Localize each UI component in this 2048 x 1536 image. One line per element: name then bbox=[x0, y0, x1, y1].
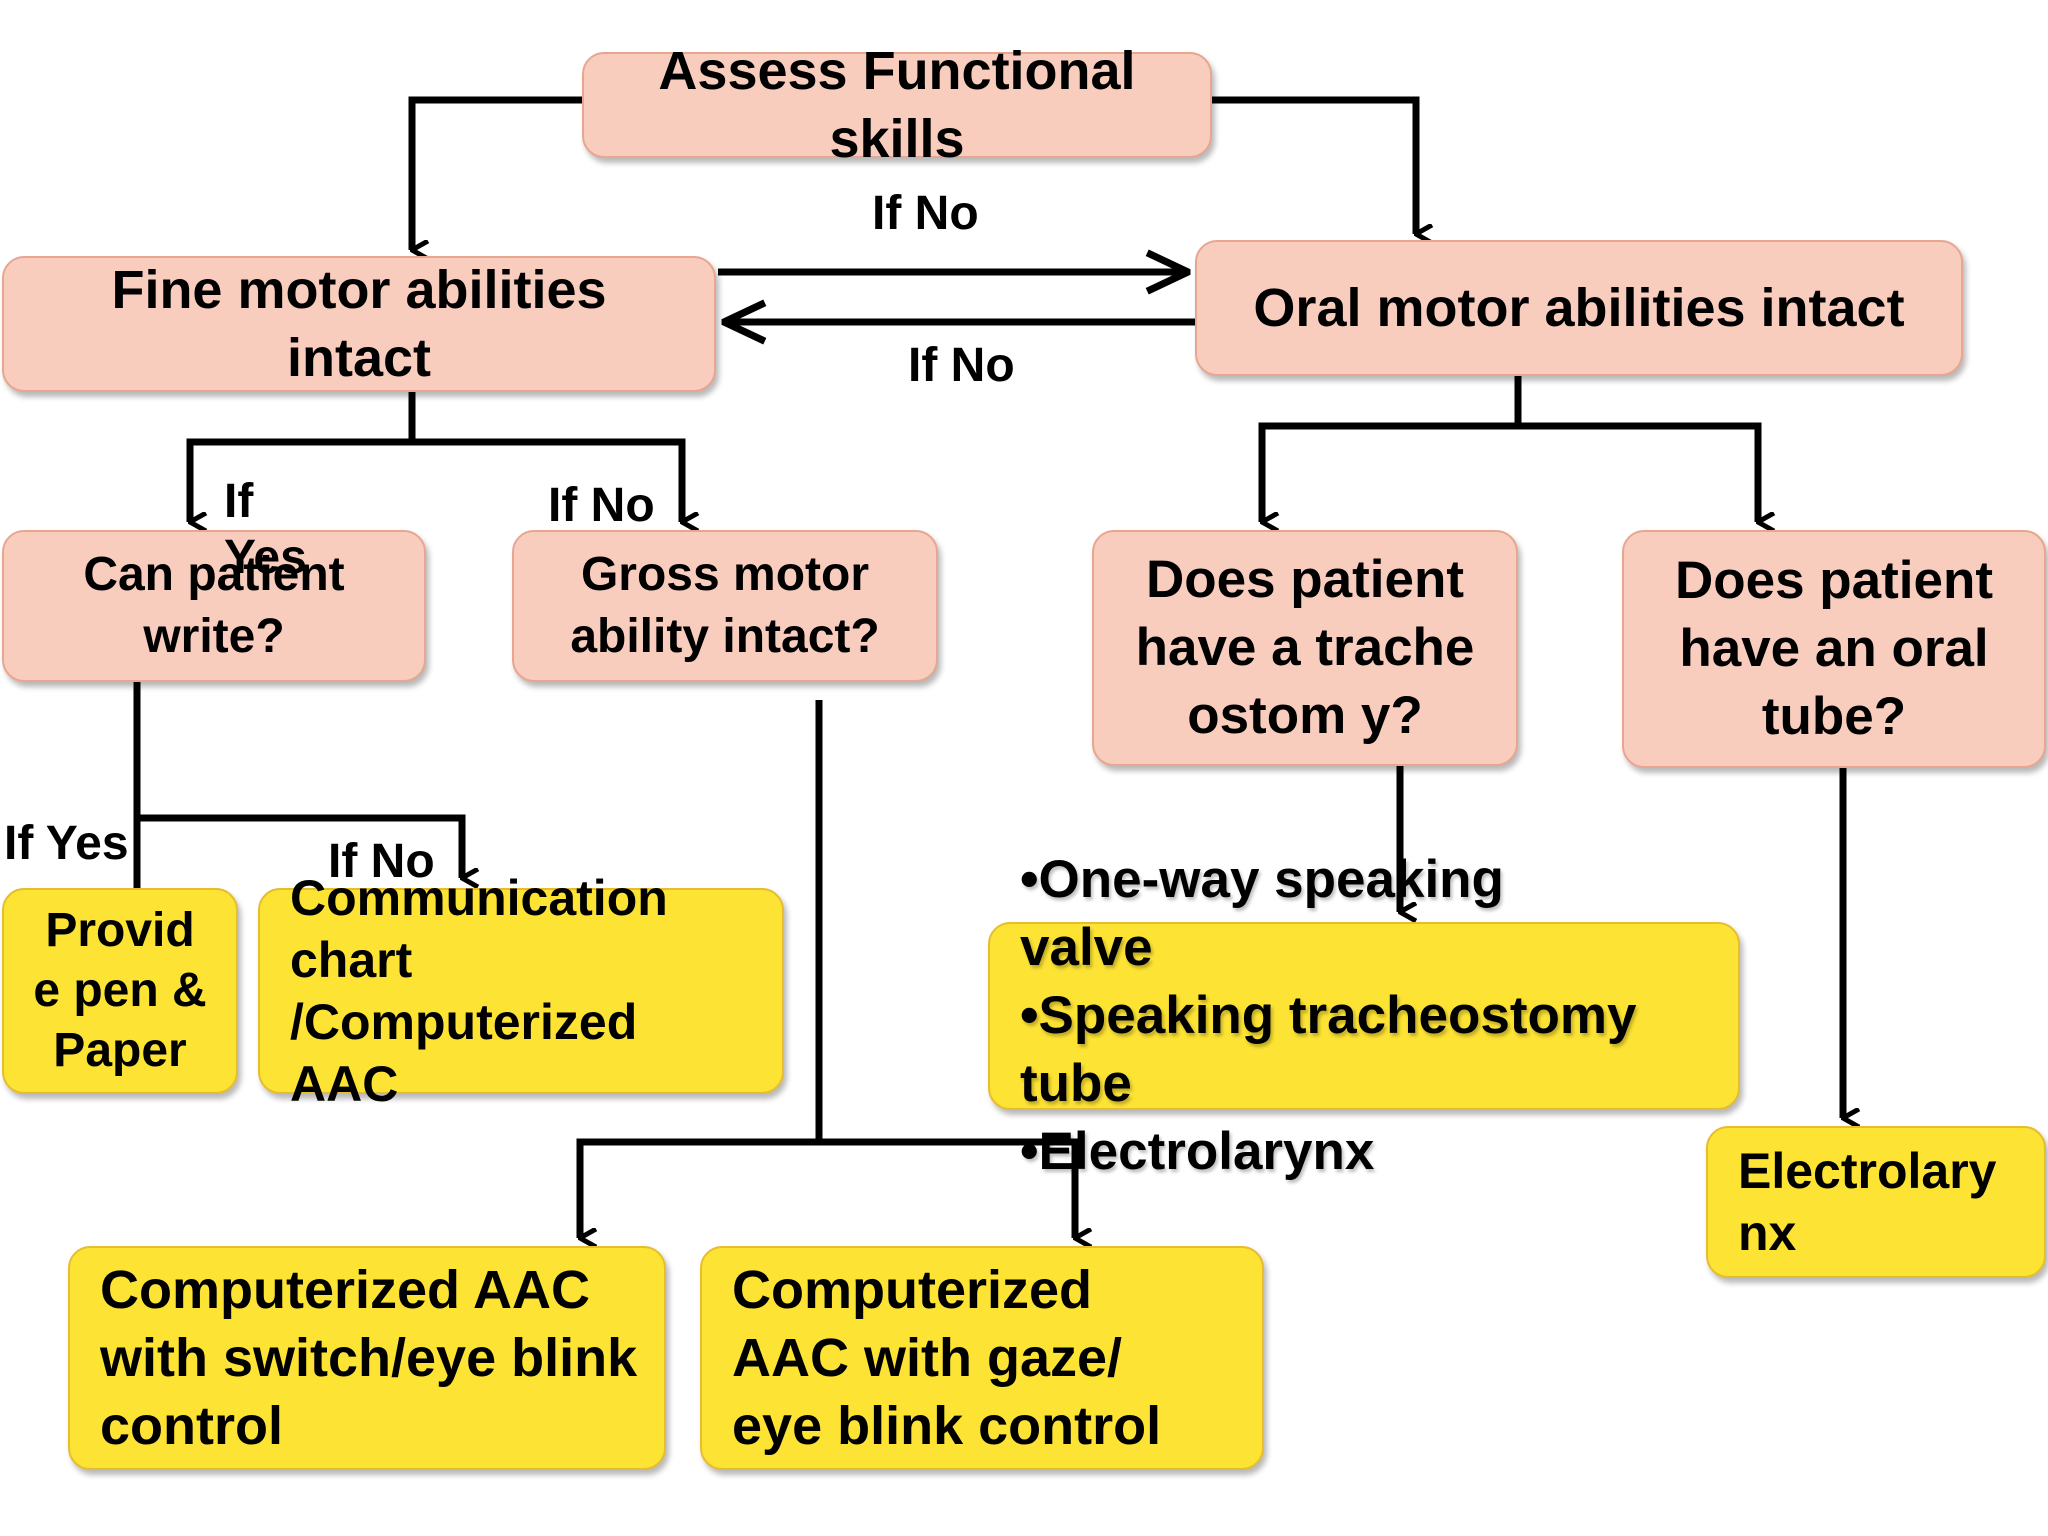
connector-assess-oral bbox=[1162, 96, 1416, 234]
fine-motor-box: Fine motor abilities intact bbox=[2, 256, 716, 392]
aac-switch-box: Computerized AAC with switch/eye blink c… bbox=[68, 1246, 666, 1470]
connector-oral-tube bbox=[1518, 422, 1758, 522]
tracheostomy-label: Does patient have a tracheostom y? bbox=[1135, 550, 1475, 745]
pen-paper-box: Provid e pen & Paper bbox=[2, 888, 238, 1094]
aac-gaze-box: Computerized AAC with gaze/ eye blink co… bbox=[700, 1246, 1264, 1470]
trach-option-speaking-tube: •Speaking tracheostomy tube bbox=[1020, 986, 1637, 1113]
oral-motor-label: Oral motor abilities intact bbox=[1253, 278, 1905, 338]
connector-assess-fine bbox=[408, 96, 582, 250]
gross-motor-label: Gross motor ability intact? bbox=[570, 548, 880, 663]
communication-chart-box: Communication chart /Computerized AAC bbox=[258, 870, 784, 1112]
if-no-label-bottom: If No bbox=[908, 339, 1015, 392]
trach-option-speaking-valve: •One-way speaking valve bbox=[1020, 850, 1504, 977]
oral-tube-box: Does patient have an oral tube? bbox=[1622, 530, 2046, 768]
connector-gross-gaze bbox=[819, 1138, 1075, 1238]
trach-options-list: •One-way speaking valve •Speaking trache… bbox=[1020, 846, 1720, 1186]
if-no-label-top: If No bbox=[872, 187, 979, 240]
connector-oral-branch bbox=[1258, 376, 1522, 522]
if-yes-label-pen: If Yes bbox=[4, 817, 129, 870]
electrolarynx-label: Electrolary nx bbox=[1738, 1143, 1997, 1261]
aac-gaze-label: Computerized AAC with gaze/ eye blink co… bbox=[732, 1260, 1162, 1456]
communication-chart-label: Communication chart /Computerized AAC bbox=[290, 870, 668, 1112]
connector-fine-branch bbox=[186, 392, 416, 522]
can-write-label: Can patient write? bbox=[83, 548, 345, 663]
can-write-box: Can patient write? bbox=[2, 530, 426, 682]
gross-motor-box: Gross motor ability intact? bbox=[512, 530, 938, 682]
if-yes-label-write: If Yes bbox=[224, 475, 307, 584]
fine-motor-label: Fine motor abilities intact bbox=[111, 260, 607, 388]
assess-label: Assess Functional skills bbox=[658, 41, 1136, 169]
connector-write-chart bbox=[137, 814, 462, 878]
connector-gross-branch bbox=[576, 700, 823, 1238]
tracheostomy-box: Does patient have a tracheostom y? bbox=[1092, 530, 1518, 766]
aac-switch-label: Computerized AAC with switch/eye blink c… bbox=[100, 1260, 638, 1456]
connector-fine-gross bbox=[412, 438, 682, 522]
pen-paper-label: Provid e pen & Paper bbox=[33, 904, 207, 1077]
oral-motor-box: Oral motor abilities intact bbox=[1195, 240, 1963, 376]
assess-functional-skills-box: Assess Functional skills bbox=[582, 41, 1212, 169]
if-no-label-chart: If No bbox=[328, 835, 435, 888]
trach-options-box bbox=[988, 922, 1740, 1110]
electrolarynx-box: Electrolary nx bbox=[1706, 1126, 2046, 1278]
oral-tube-label: Does patient have an oral tube? bbox=[1674, 551, 1994, 746]
if-no-label-gross: If No bbox=[548, 479, 655, 532]
trach-option-electrolarynx: •Electrolarynx bbox=[1020, 1122, 1375, 1181]
